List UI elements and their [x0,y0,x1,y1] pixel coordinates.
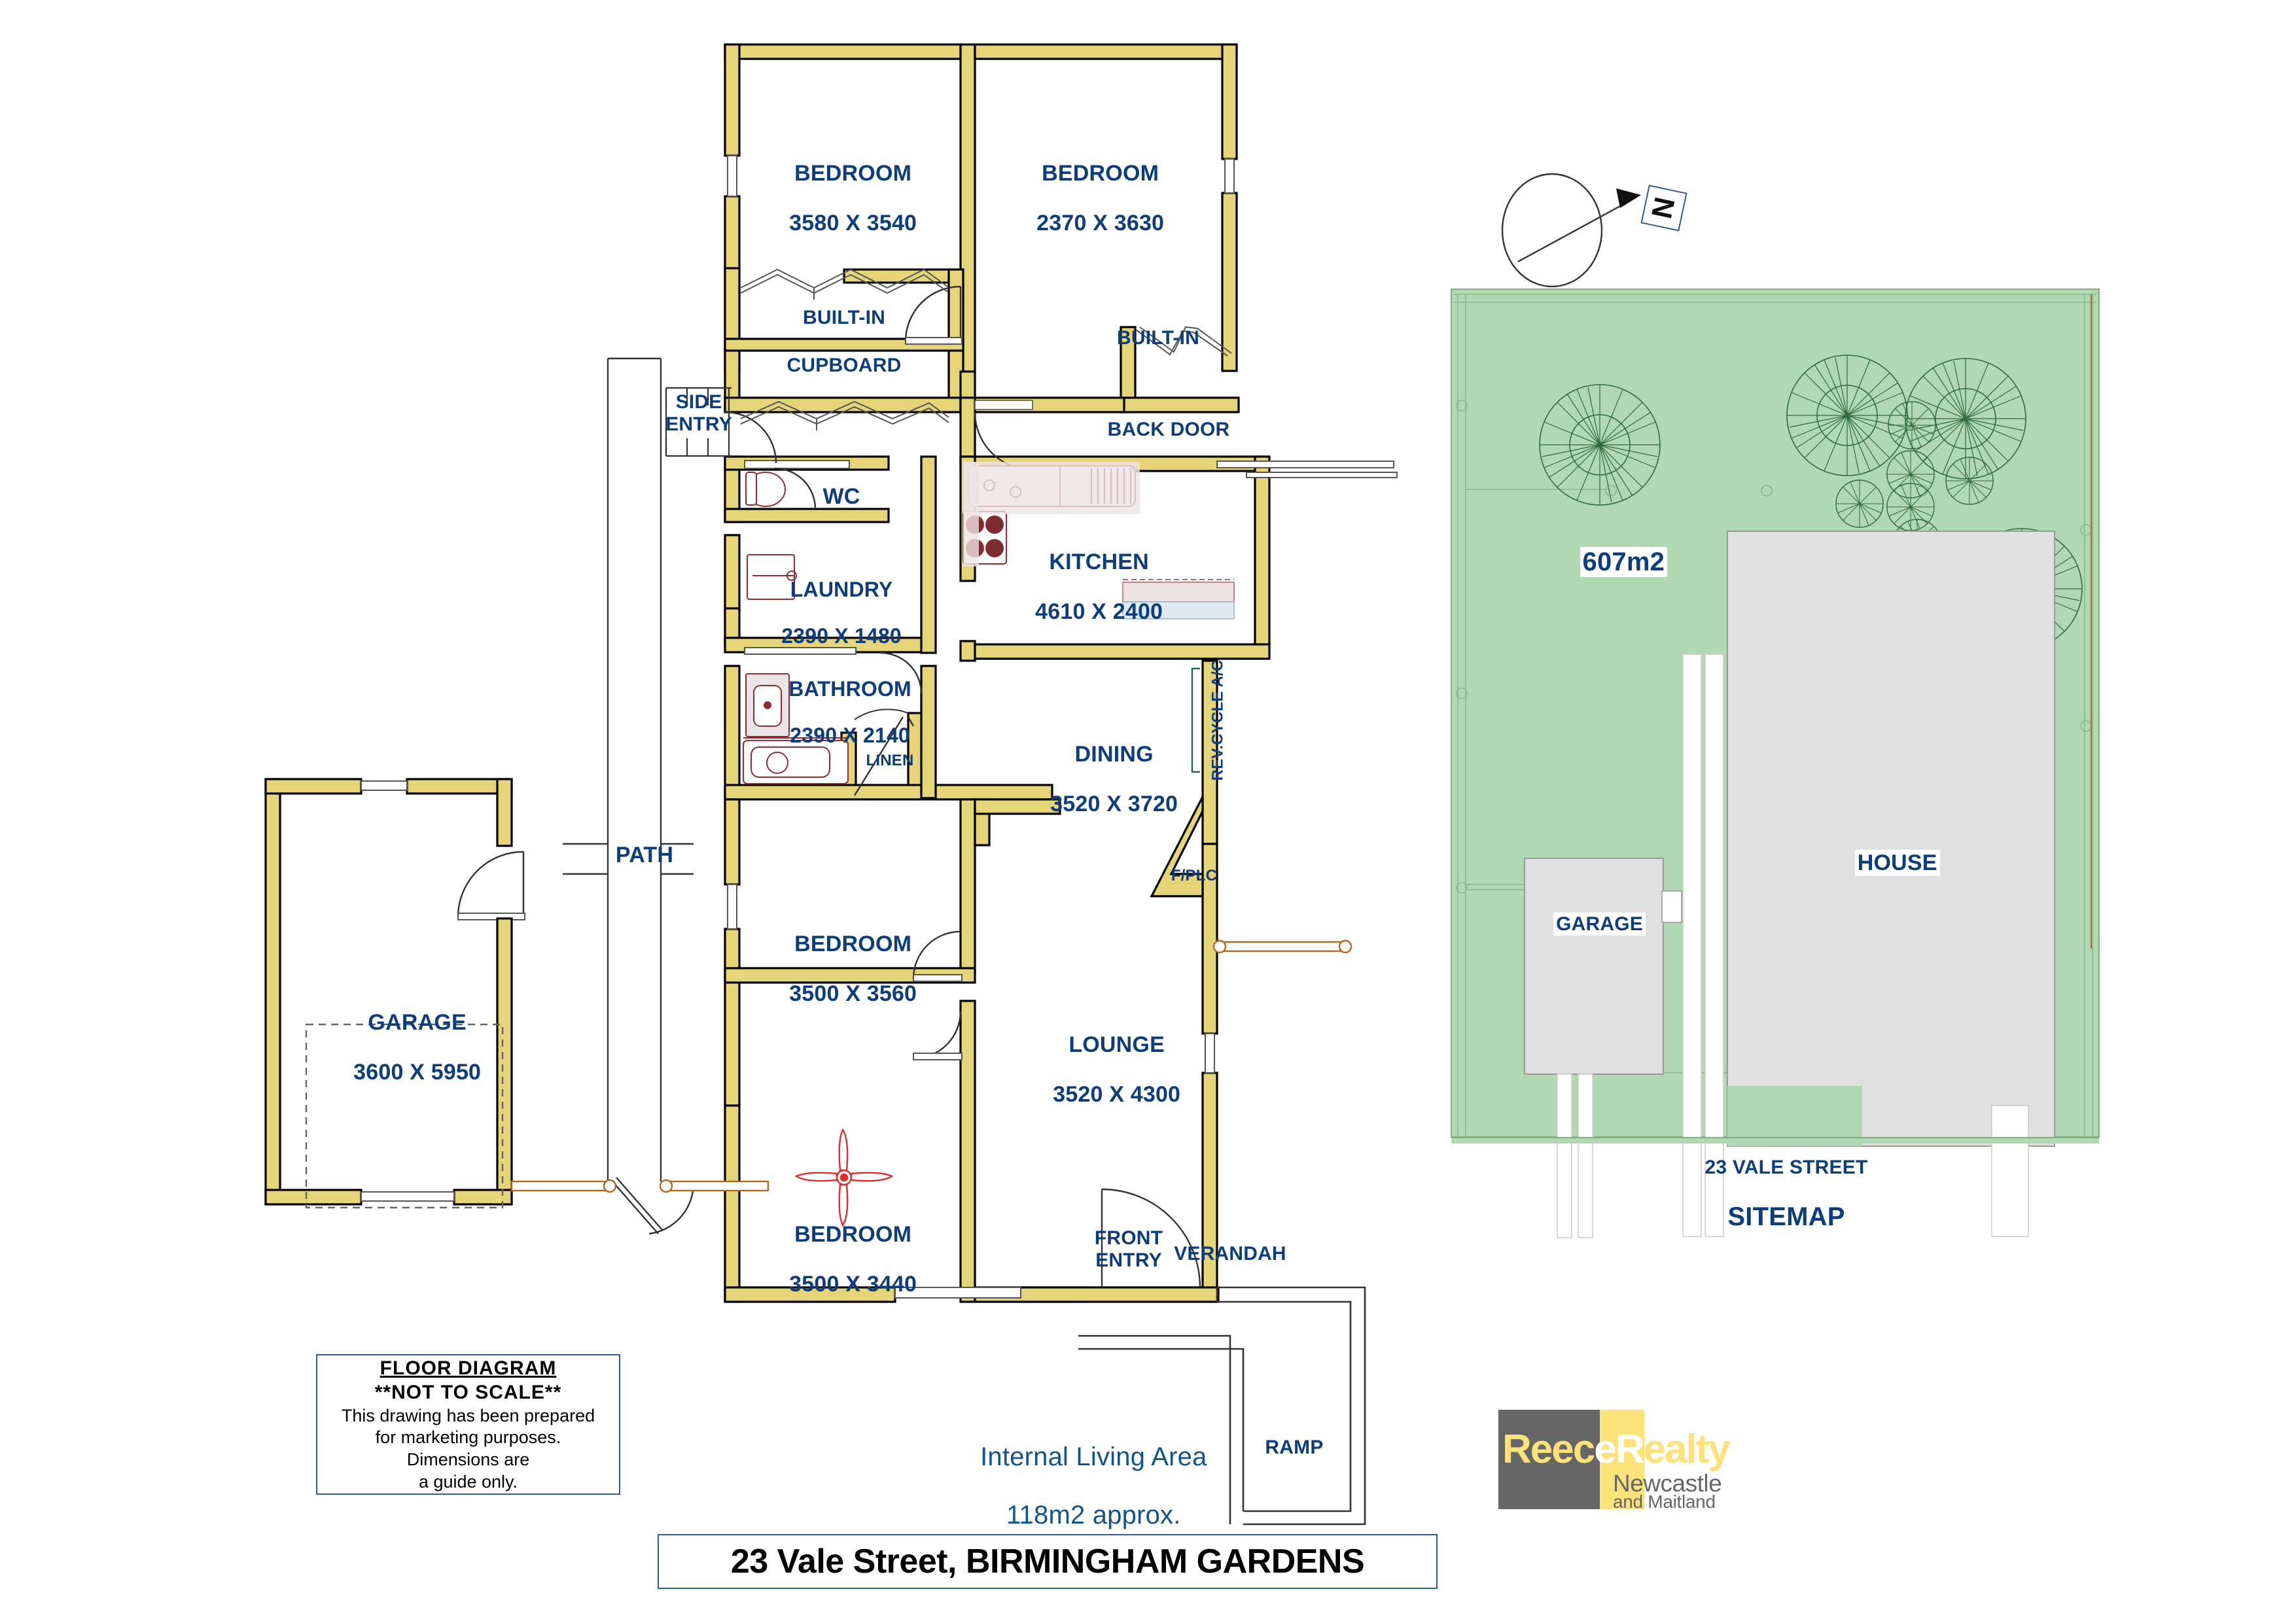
disclaimer-line-4: a guide only. [418,1471,518,1492]
room-name: GARAGE [368,1010,467,1036]
page-title: 23 Vale Street, BIRMINGHAM GARDENS [730,1543,1365,1580]
room-label: LAUNDRY 2390 X 1480 [734,555,937,648]
disclaimer-box: FLOOR DIAGRAM **NOT TO SCALE** This draw… [316,1354,620,1495]
room-dims: 3500 X 3440 [789,1272,917,1297]
annotation-wc: WC [822,484,860,509]
annotation-built-in-1: BUILT-IN [802,307,886,328]
room-dims: 4610 X 2400 [1035,599,1163,625]
room-label-garage: GARAGE 3600 X 5950 [319,985,503,1085]
room-name: BEDROOM [794,1222,912,1248]
logo-part-1: Reec [1502,1427,1595,1472]
aircon-bracket [1191,667,1200,773]
logo-subtitle-1: Newcastle [1613,1470,1722,1497]
room-label: BEDROOM 2370 X 3630 [989,136,1199,236]
room-name: BEDROOM [794,932,912,957]
annotation-cupboard: CUPBOARD [786,355,902,376]
site-street-label: 23 VALE STREET [1704,1157,1868,1178]
room-dims: 3520 X 4300 [1053,1082,1181,1108]
room-dims: 3600 X 5950 [353,1060,482,1085]
annotation-rev-cycle-ac: REV.CYCLE A/C [1209,659,1227,781]
living-area-line1: Internal Living Area [980,1442,1207,1471]
living-area-line2: 118m2 approx. [1006,1501,1181,1530]
title-bar: 23 Vale Street, BIRMINGHAM GARDENS [658,1534,1438,1589]
site-house-label: HOUSE [1812,826,1969,877]
logo-grey-block [1498,1410,1600,1509]
verandah-ramp-outline [1078,1286,1366,1526]
site-house-block [1727,531,2055,1147]
north-letter: N [1646,194,1682,222]
room-name: DINING [1074,742,1154,767]
brand-logo: ReeceRealty Newcastle and Maitland [1498,1410,1798,1512]
garage-car-space [305,1023,504,1209]
room-name: KITCHEN [1049,550,1149,575]
annotation-front-entry: FRONT ENTRY [1094,1227,1163,1271]
site-garage-label: GARAGE [1525,891,1663,935]
room-name: BEDROOM [794,161,912,186]
room-name: BATHROOM [788,676,911,701]
annotation-side-entry: SIDE ENTRY [665,391,732,435]
path-outline [563,357,694,1184]
side-entry-steps [665,387,732,457]
disclaimer-line-2: for marketing purposes. [375,1427,561,1448]
annotation-fireplace: F/PLC [1171,867,1218,884]
room-name: LAUNDRY [790,577,893,601]
disclaimer-heading: FLOOR DIAGRAM [380,1357,557,1379]
annotation-path: PATH [615,843,674,867]
sitemap-caption: SITEMAP [1727,1202,1845,1231]
room-name: LOUNGE [1069,1032,1165,1058]
room-dims: 2390 X 1480 [781,624,902,648]
door-leaf-group [457,337,963,1060]
annotation-linen: LINEN [866,752,914,769]
disclaimer-subheading: **NOT TO SCALE** [374,1382,562,1403]
room-label: DINING 3520 X 3720 [1019,717,1196,816]
house-text: HOUSE [1854,850,1940,877]
north-indicator: N [1640,184,1687,232]
north-arrow-icon [1501,173,1641,288]
annotation-back-door: BACK DOOR [1107,419,1230,440]
disclaimer-line-3: Dimensions are [406,1450,530,1469]
door-swing-group [457,285,1201,1288]
room-label: KITCHEN 4610 X 2400 [988,525,1197,624]
room-dims: 3520 X 3720 [1050,792,1178,817]
site-area-value: 607m2 [1580,546,1668,577]
site-fence [1454,294,2096,1137]
benchtop-group [963,462,1235,620]
room-name: BEDROOM [1042,161,1159,186]
room-dims: 3500 X 3560 [789,981,917,1007]
logo-subtitle-2: and Maitland [1613,1492,1716,1512]
annotation-ramp: RAMP [1265,1437,1324,1458]
logo-part-4: ealty [1643,1427,1730,1472]
logo-yellow-band [1600,1410,1644,1509]
room-label: BEDROOM 3500 X 3560 [755,907,938,1006]
site-garage-block [1524,858,1664,1075]
logo-wordmark: ReeceRealty [1502,1427,1731,1472]
logo-part-2: e [1594,1427,1617,1472]
annotation-built-in-2: BUILT-IN [1116,327,1200,349]
room-label: LOUNGE 3520 X 4300 [1022,1007,1199,1107]
room-dims: 2390 X 2140 [790,724,910,748]
garage-text: GARAGE [1553,912,1646,935]
room-label: BATHROOM 2390 X 2140 [739,654,949,748]
disclaimer-line-1: This drawing has been prepared [341,1405,595,1425]
annotation-verandah: VERANDAH [1174,1243,1286,1265]
window-group [727,155,1398,1299]
room-label: BEDROOM 3580 X 3540 [755,136,938,236]
site-area-label: 607m2 [1538,518,1695,577]
room-dims: 2370 X 3630 [1036,211,1165,236]
internal-living-area: Internal Living Area 118m2 approx. [942,1413,1230,1530]
garage-door-opening [361,780,455,1202]
wall-group [724,43,1271,1303]
room-label: BEDROOM 3500 X 3440 [755,1197,938,1297]
logo-part-3: R [1615,1427,1645,1472]
ceiling-fan-icon [794,1128,894,1227]
fence-rail-group [510,939,1352,1193]
wardrobe-door-group [740,268,1232,430]
room-dims: 3580 X 3540 [789,211,917,236]
